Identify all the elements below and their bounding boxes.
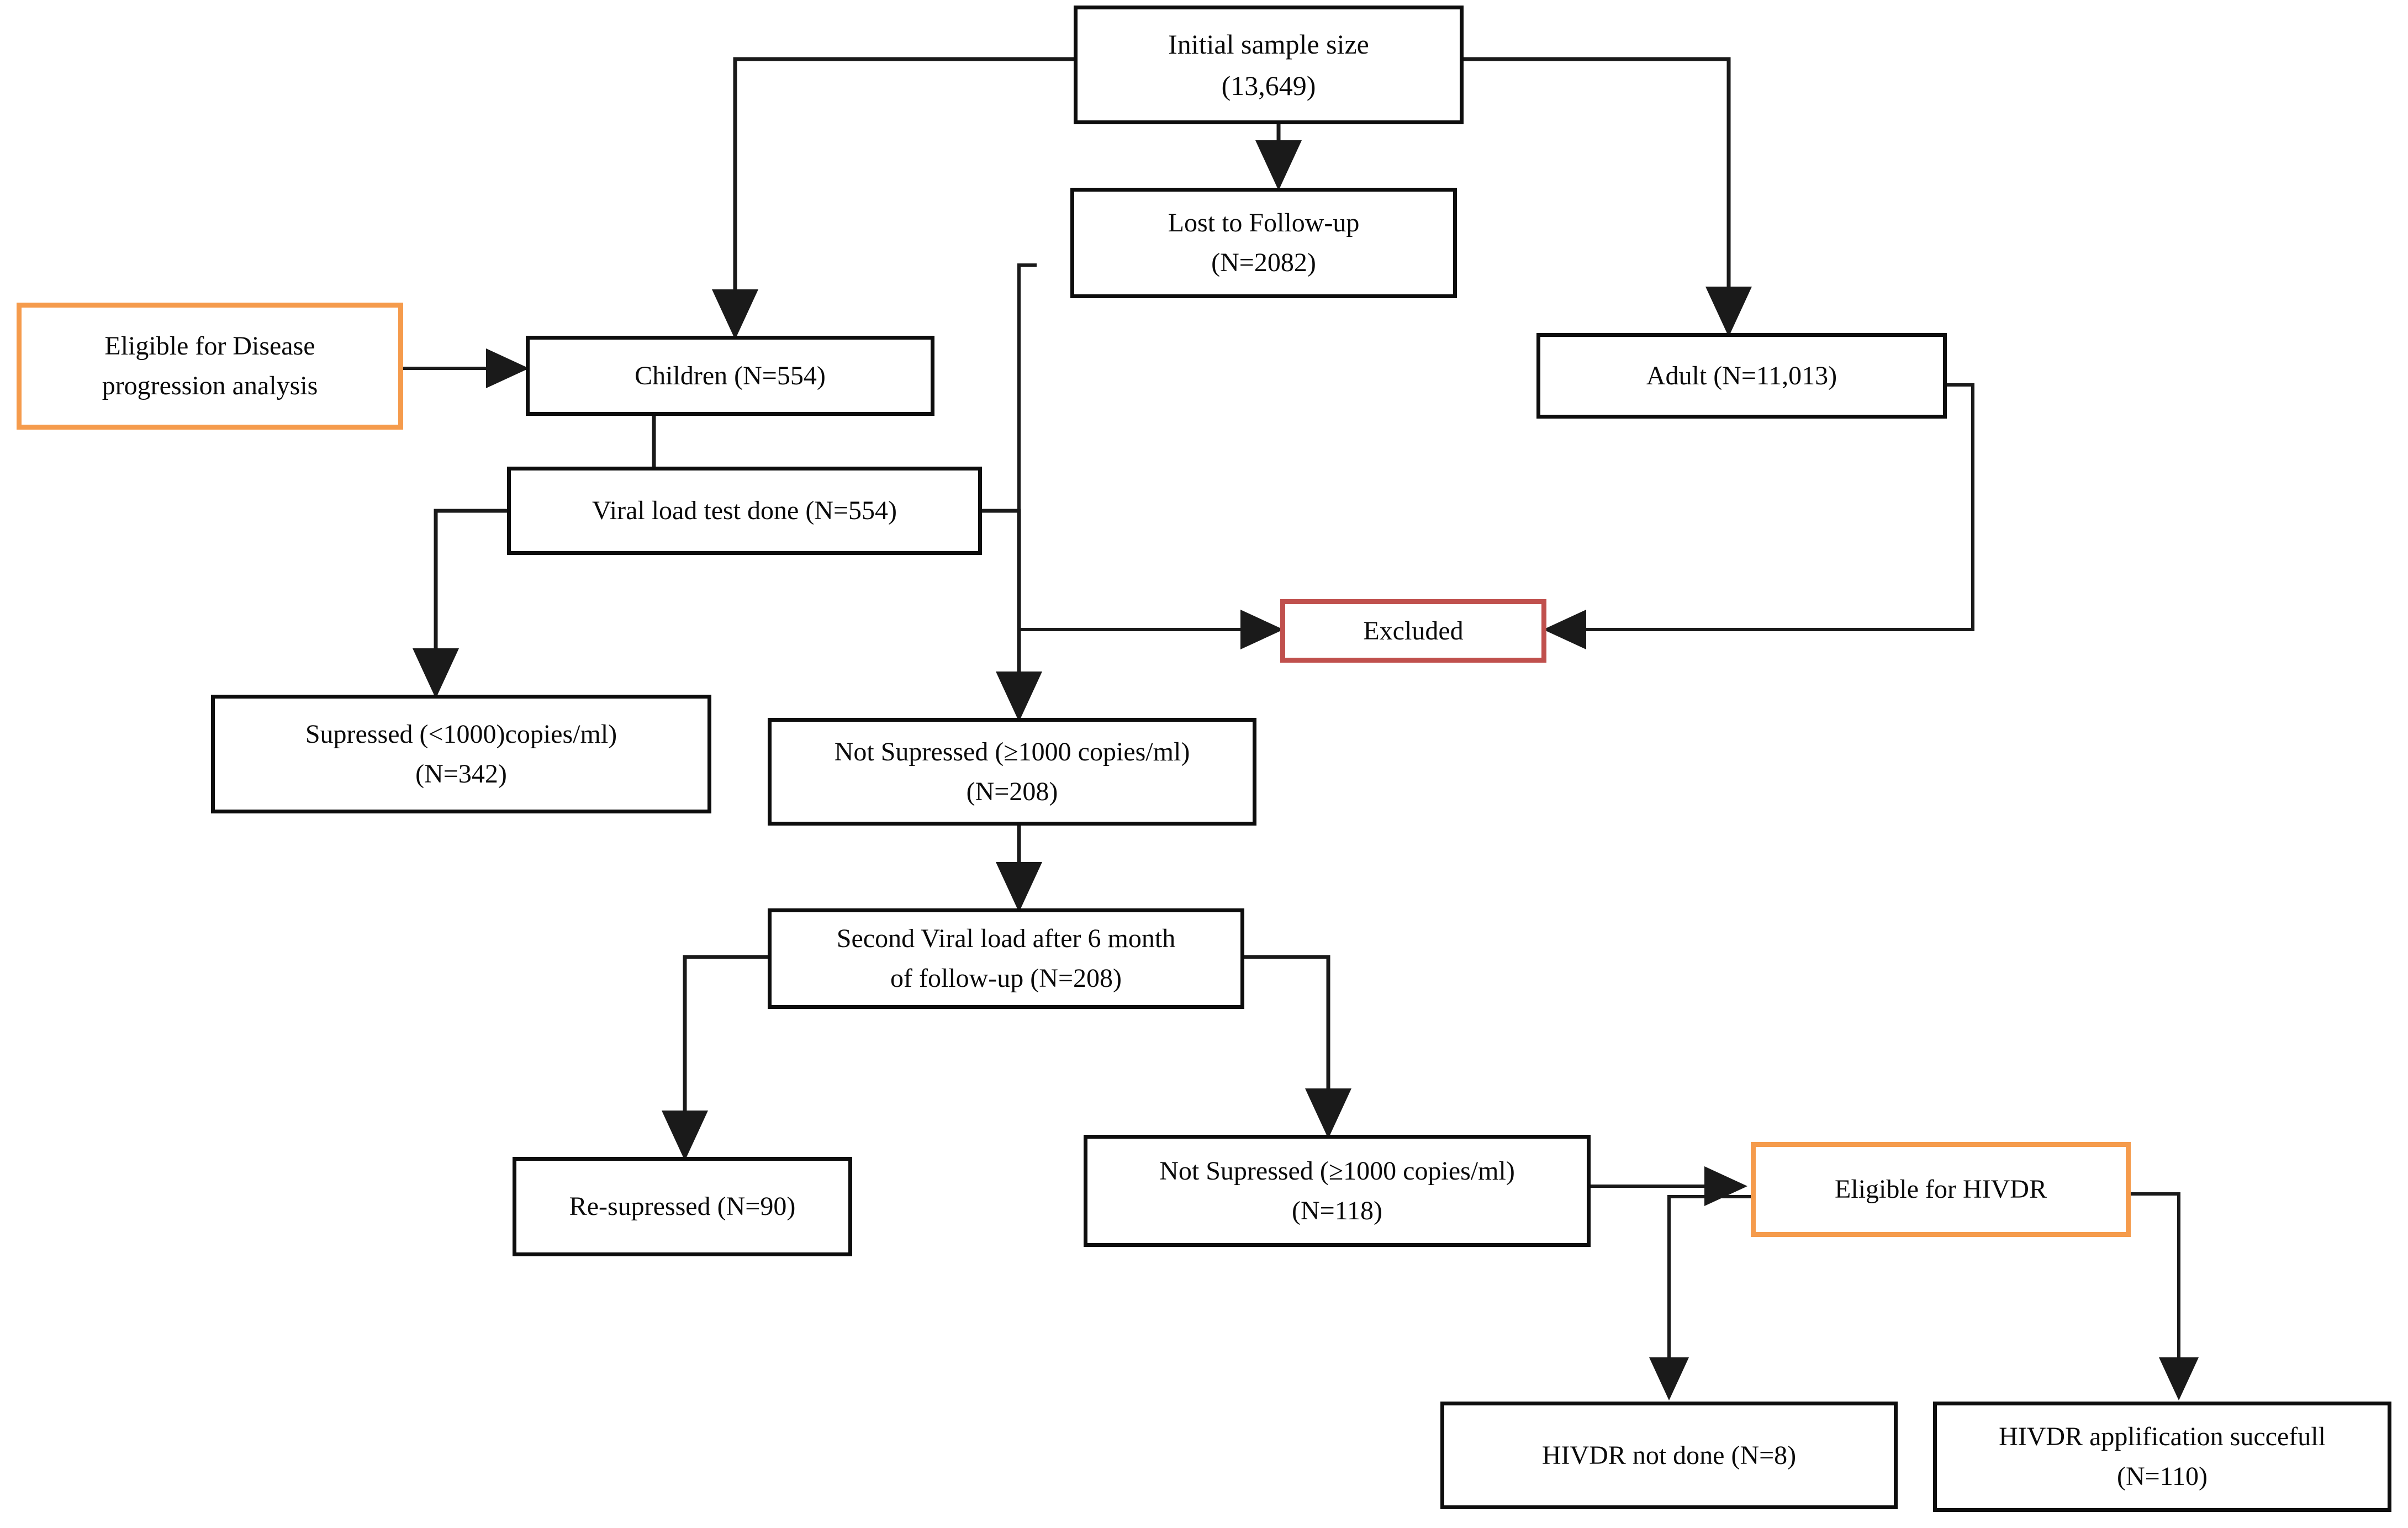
edge-initial-to-children xyxy=(712,57,1074,340)
node-label: HIVDR applification succefull (N=110) xyxy=(1999,1422,2326,1491)
node-label: Second Viral load after 6 month of follo… xyxy=(836,924,1176,993)
node-hivdr-applification-succefull: HIVDR applification succefull (N=110) xyxy=(1933,1402,2391,1512)
edge-vldone-to-supressed xyxy=(413,509,507,699)
edge-secondvl-to-notsupressed2 xyxy=(1244,955,1351,1139)
node-label: Not Supressed (≥1000 copies/ml) (N=208) xyxy=(834,737,1190,806)
node-label: HIVDR not done (N=8) xyxy=(1541,1440,1797,1470)
node-label: Lost to Follow-up (N=2082) xyxy=(1168,208,1360,277)
edge-eligiblehivdr-to-hivdrsuccess xyxy=(2131,1192,2199,1400)
node-initial-sample-size: Initial sample size (13,649) xyxy=(1074,6,1464,124)
edge-initial-to-adult xyxy=(1464,57,1752,337)
node-not-supressed-first: Not Supressed (≥1000 copies/ml) (N=208) xyxy=(768,718,1256,826)
node-not-supressed-second: Not Supressed (≥1000 copies/ml) (N=118) xyxy=(1084,1135,1591,1247)
node-label: Viral load test done (N=554) xyxy=(592,496,897,525)
edge-lost-to-excluded xyxy=(1017,263,1284,649)
node-adult: Adult (N=11,013) xyxy=(1536,333,1947,419)
node-lost-to-follow-up: Lost to Follow-up (N=2082) xyxy=(1070,188,1457,298)
node-supressed: Supressed (<1000)copies/ml) (N=342) xyxy=(211,695,711,813)
node-label: Not Supressed (≥1000 copies/ml) (N=118) xyxy=(1159,1156,1515,1225)
node-eligible-disease-progression: Eligible for Disease progression analysi… xyxy=(17,303,403,430)
node-hivdr-not-done: HIVDR not done (N=8) xyxy=(1440,1402,1898,1509)
node-label: Re-supressed (N=90) xyxy=(569,1192,796,1221)
node-viral-load-test-done: Viral load test done (N=554) xyxy=(507,467,982,555)
node-excluded: Excluded xyxy=(1280,599,1546,663)
edge-eligiblehivdr-to-hivdrnotdone xyxy=(1649,1195,1751,1400)
node-label: Children (N=554) xyxy=(635,361,826,390)
node-label: Excluded xyxy=(1363,616,1464,646)
node-eligible-for-hivdr: Eligible for HIVDR xyxy=(1751,1142,2131,1237)
node-label: Eligible for Disease progression analysi… xyxy=(102,331,318,400)
node-re-supressed: Re-supressed (N=90) xyxy=(513,1157,852,1256)
node-label: Initial sample size (13,649) xyxy=(1168,28,1369,101)
node-label: Supressed (<1000)copies/ml) (N=342) xyxy=(305,719,617,789)
node-children: Children (N=554) xyxy=(526,336,934,416)
node-label: Adult (N=11,013) xyxy=(1646,361,1837,390)
edge-adult-to-excluded xyxy=(1543,383,1974,649)
node-second-viral-load: Second Viral load after 6 month of follo… xyxy=(768,908,1244,1009)
node-label: Eligible for HIVDR xyxy=(1835,1175,2047,1204)
edge-vldone-to-notsupressed xyxy=(982,509,1042,722)
